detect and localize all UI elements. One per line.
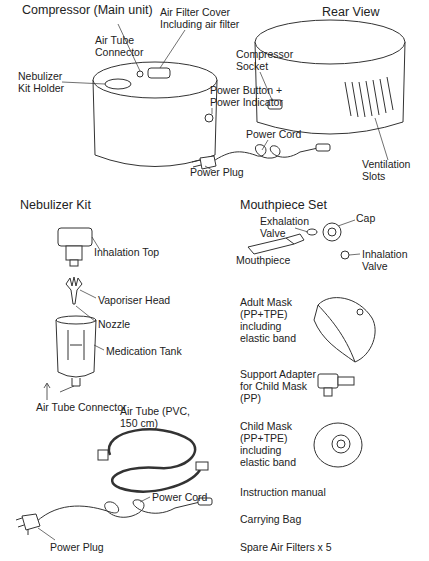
- part-label: Air Filter Cover Including air filter: [160, 6, 260, 30]
- part-label: Cap: [356, 212, 396, 224]
- line-art: [60, 386, 74, 392]
- line-art: [338, 220, 355, 226]
- part-label: Child Mask (PP+TPE) including elastic ba…: [240, 420, 312, 468]
- line-art: [137, 71, 143, 77]
- line-art: [36, 500, 200, 522]
- line-art: [192, 160, 201, 167]
- line-art: [375, 118, 388, 160]
- line-art: [80, 290, 96, 298]
- line-art: [307, 229, 317, 235]
- line-art: [140, 497, 150, 502]
- part-label: Support Adapter for Child Mask (PP): [240, 368, 320, 404]
- section-heading: Compressor (Main unit): [22, 3, 182, 17]
- part-label: Nebulizer Kit Holder: [18, 70, 73, 94]
- section-heading: Mouthpiece Set: [240, 198, 360, 212]
- part-label: Inhalation Valve: [362, 248, 422, 272]
- support-adapter: [318, 374, 354, 396]
- line-art: [314, 298, 375, 362]
- part-label: Ventilation Slots: [362, 158, 427, 182]
- line-art: [72, 378, 80, 386]
- line-art: [66, 277, 82, 304]
- part-label: Mouthpiece: [236, 254, 316, 266]
- line-art: [76, 306, 96, 322]
- part-label: Air Tube (PVC, 150 cm): [120, 405, 200, 429]
- part-label: Adult Mask (PP+TPE) including elastic ba…: [240, 296, 310, 344]
- line-art: [70, 260, 78, 266]
- line-art: [94, 345, 104, 350]
- part-label: Exhalation Valve: [260, 215, 315, 239]
- line-art: [262, 140, 268, 150]
- line-art: [16, 518, 28, 535]
- part-label: Power Cord: [152, 491, 222, 503]
- section-heading: Nebulizer Kit: [20, 198, 140, 212]
- line-art: [212, 108, 213, 114]
- line-art: [196, 462, 208, 470]
- line-art: [324, 388, 332, 396]
- line-art: [68, 330, 84, 360]
- line-art: [93, 62, 217, 98]
- line-art: [212, 145, 318, 162]
- part-label: Inhalation Top: [94, 246, 194, 258]
- line-art: [98, 450, 108, 460]
- line-art: [349, 254, 360, 255]
- part-label: Nozzle: [98, 318, 158, 330]
- line-art: [22, 514, 40, 530]
- part-label: Air Tube Connector: [95, 34, 145, 58]
- adult-mask: [314, 298, 375, 362]
- power-cord-top: [192, 144, 330, 169]
- part-label: Vaporiser Head: [98, 294, 198, 306]
- part-label: Power Plug: [190, 166, 260, 178]
- line-art: [323, 223, 341, 241]
- line-art: [345, 77, 393, 117]
- section-heading: Rear View: [322, 5, 412, 19]
- line-art: [341, 251, 349, 259]
- line-art: [105, 79, 131, 89]
- line-art: [318, 374, 338, 388]
- child-mask: [314, 423, 362, 467]
- part-label: Spare Air Filters x 5: [240, 541, 380, 553]
- line-art: [44, 383, 50, 400]
- line-art: [109, 429, 200, 491]
- line-art: [58, 228, 92, 246]
- part-label: Carrying Bag: [240, 513, 360, 525]
- compressor-front: [93, 62, 217, 167]
- air-tube: [98, 429, 208, 491]
- line-art: [357, 309, 363, 315]
- line-art: [248, 238, 294, 254]
- line-art: [337, 440, 345, 448]
- line-art: [318, 305, 355, 362]
- line-art: [38, 528, 55, 540]
- line-art: [56, 320, 96, 377]
- line-art: [286, 234, 304, 244]
- part-label: Power Plug: [50, 541, 130, 553]
- line-art: [62, 82, 105, 84]
- power-cord-bottom: [16, 497, 212, 540]
- line-art: [148, 68, 170, 78]
- line-art: [314, 423, 362, 467]
- line-art: [295, 228, 308, 232]
- line-art: [332, 435, 350, 453]
- line-art: [338, 377, 354, 385]
- nebulizer-kit: [44, 228, 96, 400]
- part-label: Power Button + Power Indicator: [210, 84, 300, 108]
- line-art: [66, 246, 82, 260]
- line-art: [160, 30, 185, 68]
- part-label: Instruction manual: [240, 486, 360, 498]
- line-art: [328, 228, 336, 236]
- part-label: Medication Tank: [106, 345, 206, 357]
- compressor-rear: [255, 20, 405, 134]
- line-art: [316, 144, 330, 151]
- line-art: [205, 114, 213, 122]
- part-label: Power Cord: [246, 128, 316, 140]
- part-label: Compressor Socket: [236, 48, 296, 72]
